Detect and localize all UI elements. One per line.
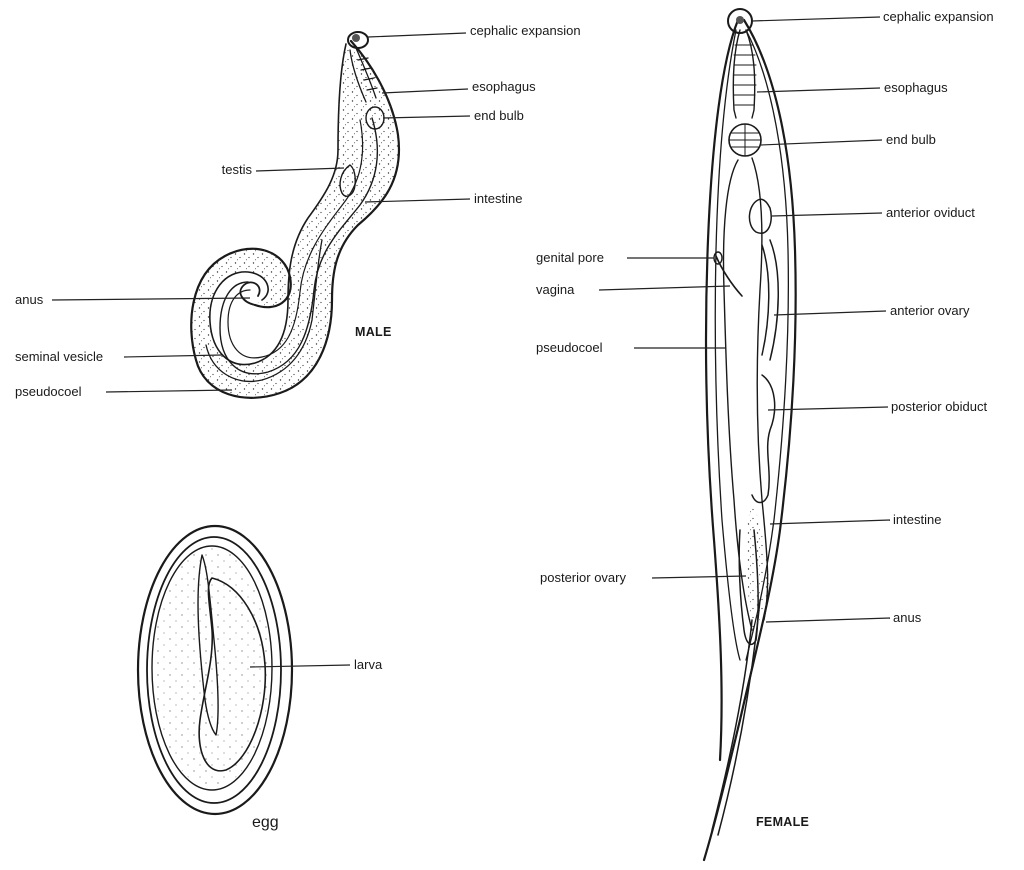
egg [138, 526, 292, 814]
male-caption: MALE [355, 325, 392, 339]
female-lead-anus [766, 618, 890, 622]
male-lead-esophagus [382, 89, 468, 93]
female-label-anterior-ovary: anterior ovary [890, 303, 970, 318]
female-label-anterior-oviduct: anterior oviduct [886, 205, 975, 220]
male-leader-lines [52, 33, 470, 392]
male-worm [191, 32, 399, 398]
male-label-end-bulb: end bulb [474, 108, 524, 123]
female-caption: FEMALE [756, 815, 809, 829]
female-lead-posterior-obiduct [768, 407, 888, 410]
male-label-cephalic-expansion: cephalic expansion [470, 23, 581, 38]
egg-label-larva: larva [354, 657, 383, 672]
female-lead-vagina [599, 286, 730, 290]
male-label-testis: testis [222, 162, 253, 177]
female-leader-lines [599, 17, 890, 622]
male-lead-anus [52, 298, 250, 300]
female-anterior-ovary [762, 240, 778, 360]
female-lead-esophagus [757, 88, 880, 92]
egg-caption: egg [252, 814, 279, 831]
female-lead-intestine [770, 520, 890, 524]
female-lead-anterior-ovary [774, 311, 886, 315]
female-label-posterior-obiduct: posterior obiduct [891, 399, 987, 414]
female-labels: cephalic expansion esophagus end bulb an… [536, 9, 994, 829]
male-lead-testis [256, 168, 344, 171]
female-label-posterior-ovary: posterior ovary [540, 570, 626, 585]
female-worm [704, 9, 796, 860]
female-label-genital-pore: genital pore [536, 250, 604, 265]
male-lead-pseudocoel [106, 390, 232, 392]
male-label-anus: anus [15, 292, 44, 307]
male-lead-end-bulb [383, 116, 470, 118]
male-label-pseudocoel: pseudocoel [15, 384, 82, 399]
female-lead-posterior-ovary [652, 576, 746, 578]
female-vagina [716, 256, 742, 296]
female-lead-anterior-oviduct [772, 213, 882, 216]
female-lead-cephalic [752, 17, 880, 21]
female-label-pseudocoel: pseudocoel [536, 340, 603, 355]
female-label-end-bulb: end bulb [886, 132, 936, 147]
female-posterior-obiduct [752, 375, 775, 503]
female-label-anus: anus [893, 610, 922, 625]
male-label-intestine: intestine [474, 191, 522, 206]
male-label-seminal-vesicle: seminal vesicle [15, 349, 103, 364]
female-label-cephalic-expansion: cephalic expansion [883, 9, 994, 24]
male-tail-coil [240, 282, 259, 305]
female-label-intestine: intestine [893, 512, 941, 527]
female-label-vagina: vagina [536, 282, 575, 297]
male-lead-cephalic [368, 33, 466, 37]
female-body-inner-left [715, 30, 740, 660]
female-label-esophagus: esophagus [884, 80, 948, 95]
male-label-esophagus: esophagus [472, 79, 536, 94]
